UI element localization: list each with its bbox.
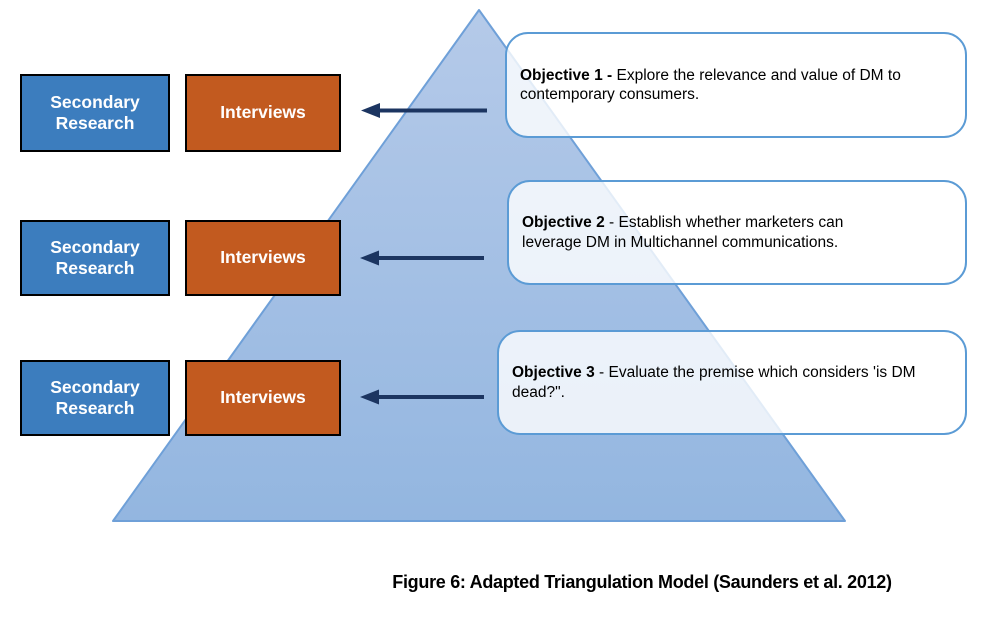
objective-3-text: Objective 3 - Evaluate the premise which… <box>512 364 916 401</box>
interviews-box-1: Interviews <box>185 74 341 152</box>
interviews-label: Interviews <box>220 387 306 408</box>
figure-caption: Figure 6: Adapted Triangulation Model (S… <box>392 572 892 592</box>
objective-1-label: Objective 1 - <box>520 66 613 84</box>
objective-box-2: Objective 2 - Establish whether marketer… <box>507 180 967 285</box>
left-arrow-icon-2 <box>360 250 484 266</box>
interviews-label: Interviews <box>220 102 306 123</box>
objective-box-3: Objective 3 - Evaluate the premise which… <box>497 330 967 435</box>
objective-2-text: Objective 2 - Establish whether marketer… <box>522 214 844 251</box>
interviews-box-2: Interviews <box>185 220 341 296</box>
objective-2-label: Objective 2 <box>522 214 605 231</box>
secondary-research-label: Secondary Research <box>50 236 140 278</box>
objective-3-label: Objective 3 <box>512 364 595 381</box>
interviews-label: Interviews <box>220 247 306 268</box>
secondary-research-box-1: Secondary Research <box>20 74 170 152</box>
objective-1-text: Objective 1 - Explore the relevance and … <box>520 66 901 104</box>
objective-box-1: Objective 1 - Explore the relevance and … <box>505 32 967 138</box>
left-arrow-icon-1 <box>361 103 487 118</box>
left-arrow-icon-3 <box>360 389 484 405</box>
secondary-research-label: Secondary Research <box>50 376 140 418</box>
interviews-box-3: Interviews <box>185 360 341 436</box>
secondary-research-label: Secondary Research <box>50 91 140 133</box>
secondary-research-box-3: Secondary Research <box>20 360 170 436</box>
secondary-research-box-2: Secondary Research <box>20 220 170 296</box>
